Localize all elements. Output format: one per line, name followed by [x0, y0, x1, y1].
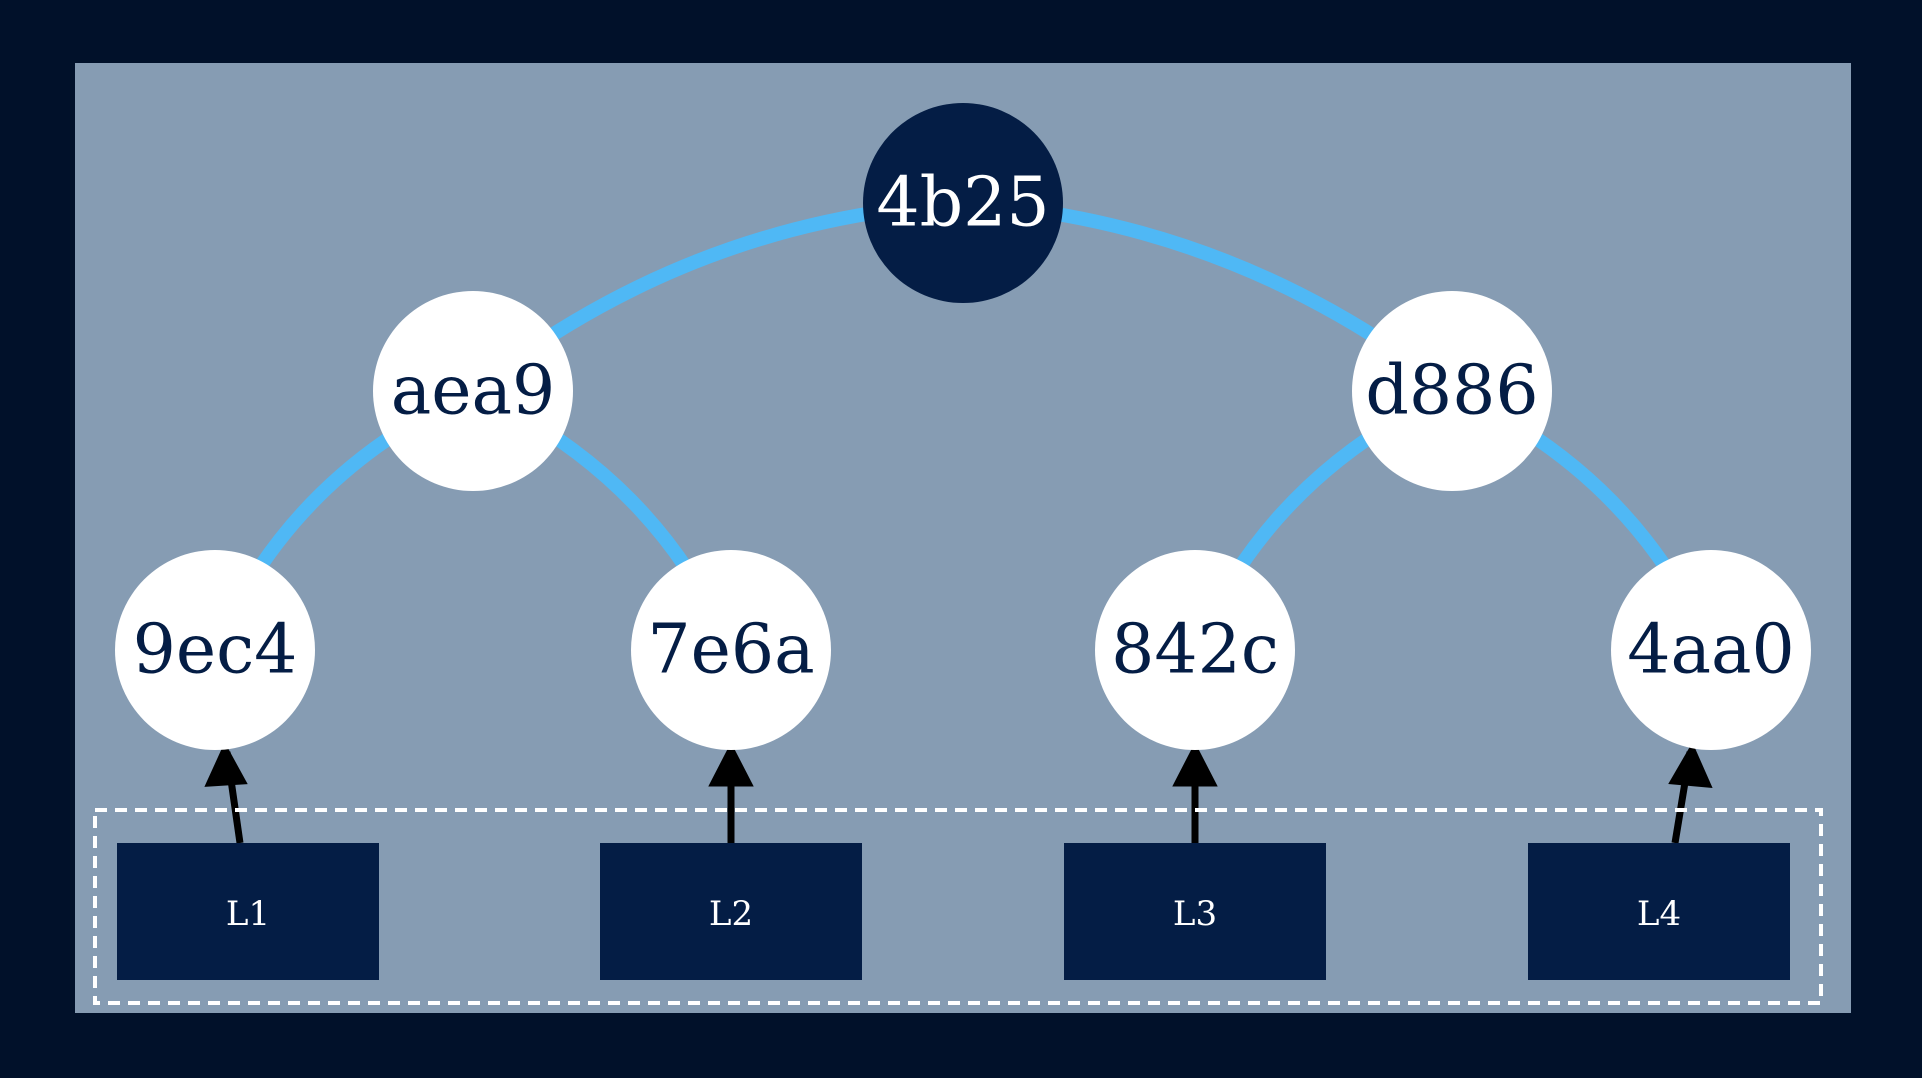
node-9ec4: [115, 550, 315, 750]
leaf-box-1: [117, 843, 379, 980]
node-9ec4-label: 9ec4: [133, 611, 298, 690]
leaf-label-4: L4: [1637, 894, 1681, 934]
node-842c-label: 842c: [1111, 611, 1279, 690]
node-root-label: 4b25: [876, 164, 1049, 243]
leaf-box-2: [600, 843, 862, 980]
node-7e6a-label: 7e6a: [647, 611, 814, 690]
leaf-box-3: [1064, 843, 1326, 980]
node-root: [863, 103, 1063, 303]
node-aea9: [373, 291, 573, 491]
leaf-box-4: [1528, 843, 1790, 980]
arrowhead-l2: [708, 742, 754, 787]
leaf-label-1: L1: [226, 894, 270, 934]
tree-nodes: 4b25 aea9 d886 9ec4 7e6a 842c 4aa0: [115, 103, 1811, 750]
node-7e6a: [631, 550, 831, 750]
leaf-label-3: L3: [1173, 894, 1217, 934]
node-d886: [1352, 291, 1552, 491]
node-aea9-label: aea9: [391, 352, 556, 431]
leaf-boxes: L1 L2 L3 L4: [117, 843, 1790, 980]
arrowhead-l4: [1668, 742, 1713, 789]
arrowhead-l1: [204, 742, 248, 787]
node-842c: [1095, 550, 1295, 750]
leaf-label-2: L2: [709, 894, 753, 934]
leaf-group-border: [93, 808, 1823, 1005]
node-4aa0: [1611, 550, 1811, 750]
leaf-arrows: [204, 742, 1713, 844]
arrowhead-l3: [1172, 742, 1218, 787]
node-d886-label: d886: [1365, 352, 1538, 431]
node-4aa0-label: 4aa0: [1627, 611, 1795, 690]
